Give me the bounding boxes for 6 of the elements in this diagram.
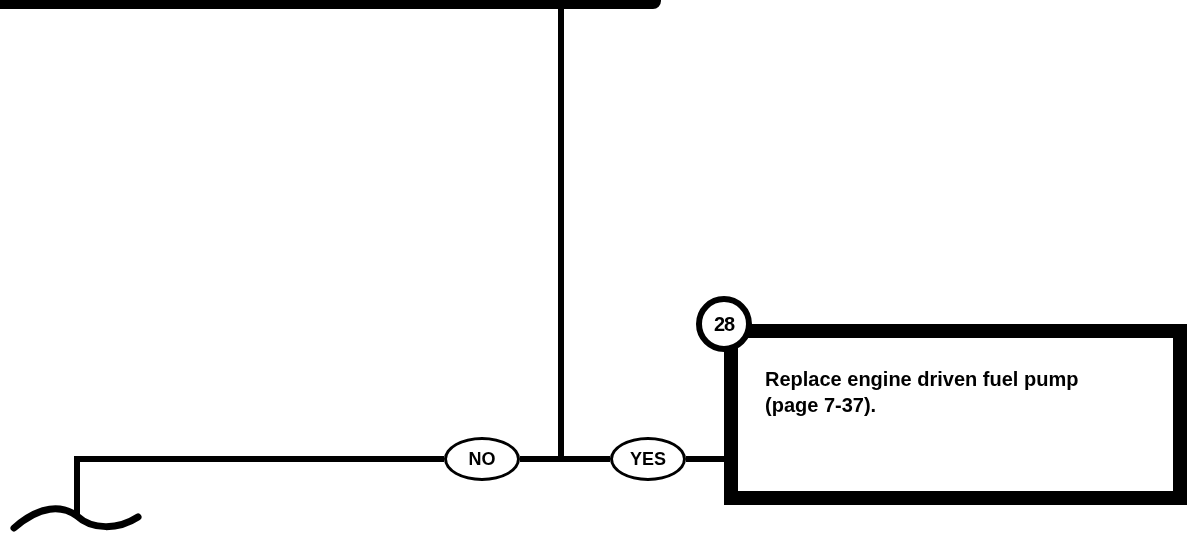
decision-oval: YES (610, 437, 686, 481)
step-number: 28 (696, 296, 752, 352)
connector-line (74, 456, 444, 516)
connector-line (686, 456, 724, 462)
instruction-text: Replace engine driven fuel pump (page 7-37). (765, 367, 1080, 418)
decision-oval: NO (444, 437, 520, 481)
